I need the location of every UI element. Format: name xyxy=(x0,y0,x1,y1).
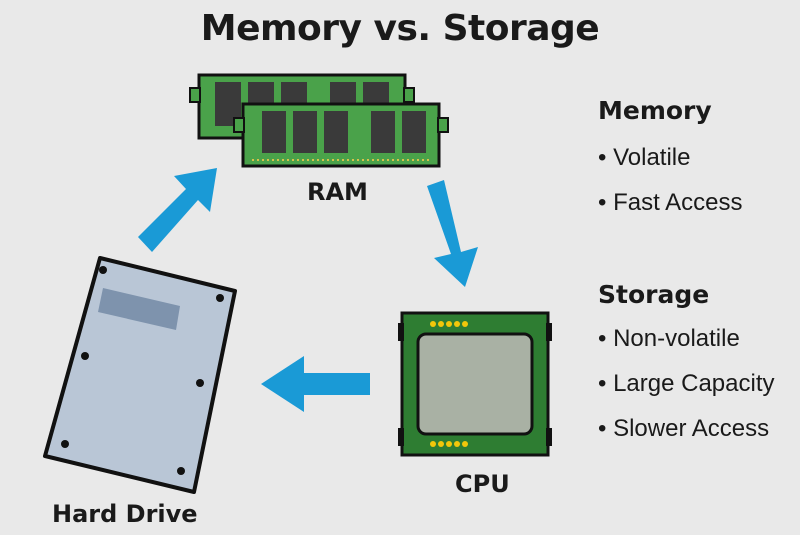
arrow-icon xyxy=(138,168,217,252)
cpu-icon xyxy=(398,311,552,457)
storage-item: Non-volatile xyxy=(598,316,775,361)
ram-stick-front xyxy=(233,102,449,168)
ram-icon xyxy=(189,73,449,168)
storage-list: Non-volatile Large Capacity Slower Acces… xyxy=(598,316,775,451)
memory-heading: Memory xyxy=(598,96,712,125)
arrow-icon xyxy=(427,180,478,287)
memory-item: Volatile xyxy=(598,135,742,180)
storage-heading: Storage xyxy=(598,280,710,309)
arrow-icon xyxy=(261,356,370,412)
arrow-ram-to-cpu xyxy=(427,180,478,287)
page-title: Memory vs. Storage xyxy=(200,8,600,49)
storage-item: Slower Access xyxy=(598,406,775,451)
ram-label: RAM xyxy=(307,178,368,206)
memory-item: Fast Access xyxy=(598,180,742,225)
memory-list: Volatile Fast Access xyxy=(598,135,742,225)
hard-drive-icon xyxy=(43,256,237,494)
hard-drive-label: Hard Drive xyxy=(52,500,198,528)
storage-item: Large Capacity xyxy=(598,361,774,406)
arrow-cpu-to-drive xyxy=(261,356,370,412)
cpu-label: CPU xyxy=(455,470,510,498)
arrow-drive-to-ram xyxy=(138,168,217,252)
